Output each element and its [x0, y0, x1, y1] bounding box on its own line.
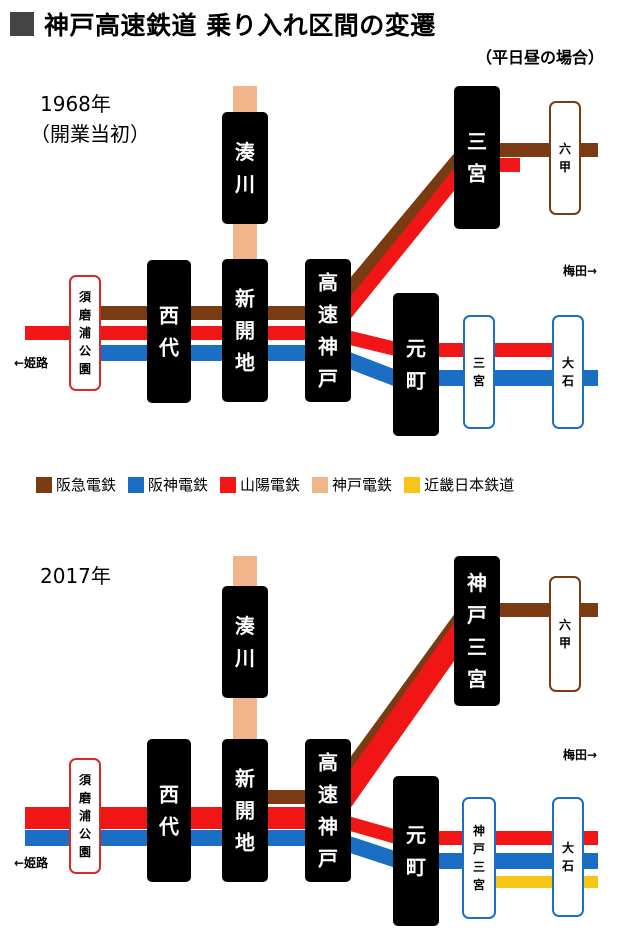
legend-label-sanyo: 山陽電鉄	[240, 476, 301, 494]
d1-station-shinkaichi-label: 新開地	[235, 287, 255, 375]
d2-station-nishidai-box	[147, 739, 191, 882]
direction-himeji-1: ←姫路	[14, 356, 49, 370]
legend-item-kintetsu: 近畿日本鉄道	[404, 474, 514, 495]
d2-station-oishi: 大石	[552, 797, 584, 917]
page-subtitle: （平日昼の場合）	[475, 48, 604, 67]
d1-station-minatogawa-label: 湊川	[234, 140, 255, 196]
d1-station-sumaura-box	[69, 275, 101, 391]
diagram-1-note: （開業当初）	[30, 122, 150, 146]
d2-station-sumaura-label: 須磨浦公園	[78, 773, 92, 859]
page-title: 神戸高速鉄道 乗り入れ区間の変遷	[44, 11, 436, 40]
d1-station-minatogawa: 湊川	[222, 112, 268, 224]
d2-station-hanshin-sannomiya: 神戸三宮	[462, 797, 496, 919]
legend-swatch-hanshin	[128, 476, 145, 493]
d2-station-shinkaichi-box	[222, 739, 268, 882]
d2-station-sannomiya-label: 神戸三宮	[467, 571, 487, 691]
d2-station-shinkaichi: 新開地	[222, 739, 268, 882]
d2-station-sannomiya-box	[454, 556, 500, 706]
legend-swatch-kobe-dentetsu	[312, 476, 329, 493]
d2-station-sumaura-box	[69, 758, 101, 874]
d1-station-hanshin-sannomiya: 三宮	[463, 315, 495, 429]
d1-station-kosoku-kobe: 高速神戸	[305, 259, 351, 402]
direction-himeji-2: ←姫路	[14, 856, 49, 870]
d1-station-rokko-label: 六甲	[559, 141, 571, 174]
legend-swatch-kintetsu	[404, 476, 421, 493]
d2-station-hanshin-sannomiya-label: 神戸三宮	[473, 823, 485, 892]
d1-line-hanshin	[100, 345, 598, 386]
d1-station-nishidai: 西代	[147, 260, 191, 403]
d2-station-sannomiya: 神戸三宮	[454, 556, 500, 706]
d2-station-shinkaichi-label: 新開地	[235, 767, 255, 855]
legend-label-kobe-dentetsu: 神戸電鉄	[332, 476, 393, 494]
d2-station-hanshin-sannomiya-box	[462, 797, 496, 919]
d1-station-sannomiya-box	[454, 86, 500, 229]
d2-station-nishidai: 西代	[147, 739, 191, 882]
d2-station-rokko-label: 六甲	[559, 617, 571, 650]
d2-station-minatogawa: 湊川	[222, 586, 268, 698]
legend-swatch-sanyo	[220, 476, 237, 493]
d1-station-oishi: 大石	[552, 315, 584, 429]
d2-station-oishi-label: 大石	[561, 840, 574, 873]
d1-station-shinkaichi: 新開地	[222, 259, 268, 402]
d2-station-minatogawa-label: 湊川	[234, 614, 255, 670]
d1-line-sanyo-lower	[328, 326, 580, 357]
d2-station-minatogawa-box	[222, 586, 268, 698]
d1-station-hanshin-sannomiya-label: 三宮	[473, 356, 485, 388]
d1-station-rokko: 六甲	[549, 101, 581, 215]
d2-station-motomachi-label: 元町	[406, 823, 426, 879]
d1-station-motomachi-box	[393, 293, 439, 436]
legend-label-hankyu: 阪急電鉄	[56, 476, 117, 494]
d1-station-nishidai-box	[147, 260, 191, 403]
d2-station-rokko: 六甲	[549, 576, 581, 692]
d2-station-kosoku-kobe-box	[305, 739, 351, 882]
d2-station-motomachi: 元町	[393, 776, 439, 926]
d1-station-motomachi-label: 元町	[406, 337, 426, 393]
d1-station-minatogawa-box	[222, 112, 268, 224]
d1-station-kosoku-kobe-box	[305, 259, 351, 402]
d1-station-nishidai-label: 西代	[158, 304, 179, 360]
legend-item-hanshin: 阪神電鉄	[128, 474, 208, 495]
legend-item-hankyu: 阪急電鉄	[36, 474, 116, 495]
direction-umeda-1: 梅田→	[563, 264, 598, 278]
d2-station-nishidai-label: 西代	[158, 783, 179, 839]
legend-label-kintetsu: 近畿日本鉄道	[424, 476, 515, 494]
d2-station-sumaura: 須磨浦公園	[69, 758, 101, 874]
d1-station-oishi-label: 大石	[561, 355, 574, 388]
d1-station-sannomiya: 三宮	[454, 86, 500, 229]
title-square-icon	[10, 12, 34, 36]
diagram-2-year: 2017年	[40, 564, 111, 588]
title-block: 神戸高速鉄道 乗り入れ区間の変遷	[10, 6, 436, 42]
d1-station-sannomiya-label: 三宮	[467, 130, 487, 186]
d1-station-sumaura: 須磨浦公園	[69, 275, 101, 391]
legend-item-kobe-dentetsu: 神戸電鉄	[312, 474, 392, 495]
d1-station-kosoku-kobe-label: 高速神戸	[318, 271, 338, 391]
d2-station-kosoku-kobe: 高速神戸	[305, 739, 351, 882]
diagram-1-year: 1968年	[40, 92, 111, 116]
d1-station-shinkaichi-box	[222, 259, 268, 402]
legend: 阪急電鉄 阪神電鉄 山陽電鉄 神戸電鉄 近畿日本鉄道	[36, 474, 526, 495]
d1-station-sumaura-label: 須磨浦公園	[78, 290, 92, 376]
d1-station-hanshin-sannomiya-box	[463, 315, 495, 429]
d1-station-motomachi: 元町	[393, 293, 439, 436]
d1-station-oishi-box	[552, 315, 584, 429]
d2-station-oishi-box	[552, 797, 584, 917]
d2-station-kosoku-kobe-label: 高速神戸	[318, 751, 338, 871]
d1-station-rokko-box	[549, 101, 581, 215]
legend-item-sanyo: 山陽電鉄	[220, 474, 300, 495]
legend-swatch-hankyu	[36, 476, 52, 493]
direction-umeda-2: 梅田→	[563, 748, 598, 762]
legend-label-hanshin: 阪神電鉄	[148, 476, 209, 494]
d1-line-hankyu	[100, 143, 598, 320]
d2-station-motomachi-box	[393, 776, 439, 926]
d2-station-rokko-box	[549, 576, 581, 692]
